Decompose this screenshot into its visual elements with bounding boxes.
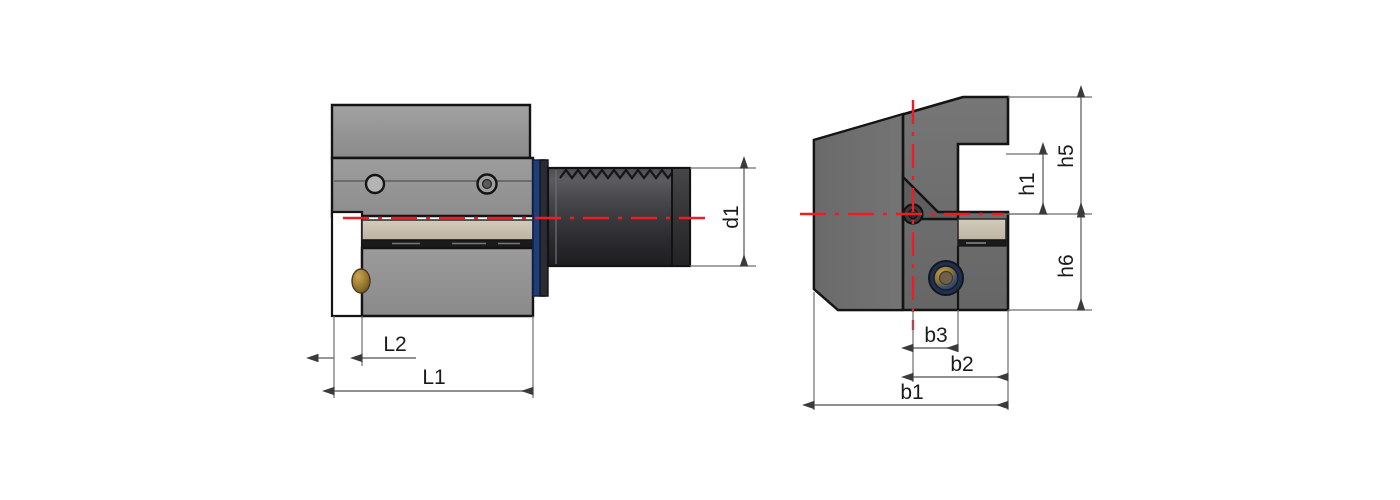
screw-socket-hex	[481, 178, 493, 190]
thread-teeth	[559, 168, 681, 180]
side-view-group: d1 L2 L1	[306, 103, 756, 398]
lower-block	[360, 246, 535, 318]
mid-block	[330, 156, 535, 218]
insert-pad	[957, 218, 1007, 241]
dim-label-b3: b3	[924, 324, 947, 347]
brass-plug	[351, 268, 371, 294]
left-step-notch	[330, 210, 364, 318]
dim-label-h6: h6	[1055, 254, 1078, 277]
upper-block	[330, 103, 532, 160]
dim-label-b2: b2	[950, 353, 973, 376]
dim-label-h1: h1	[1016, 172, 1039, 195]
flange-dark-ring	[539, 159, 549, 297]
screw-hole-small	[364, 173, 386, 195]
dim-label-h5: h5	[1055, 144, 1078, 167]
clamp-screw-hex	[938, 270, 954, 286]
dim-label-b1: b1	[900, 381, 923, 404]
insert-strip	[361, 219, 534, 241]
dim-label-L1: L1	[422, 366, 445, 389]
dim-label-d1: d1	[720, 205, 743, 228]
taper-face	[812, 112, 905, 312]
dim-label-L2: L2	[383, 333, 406, 356]
front-view-group: h5 h1 h6 b3 b2 b1	[800, 85, 1092, 410]
